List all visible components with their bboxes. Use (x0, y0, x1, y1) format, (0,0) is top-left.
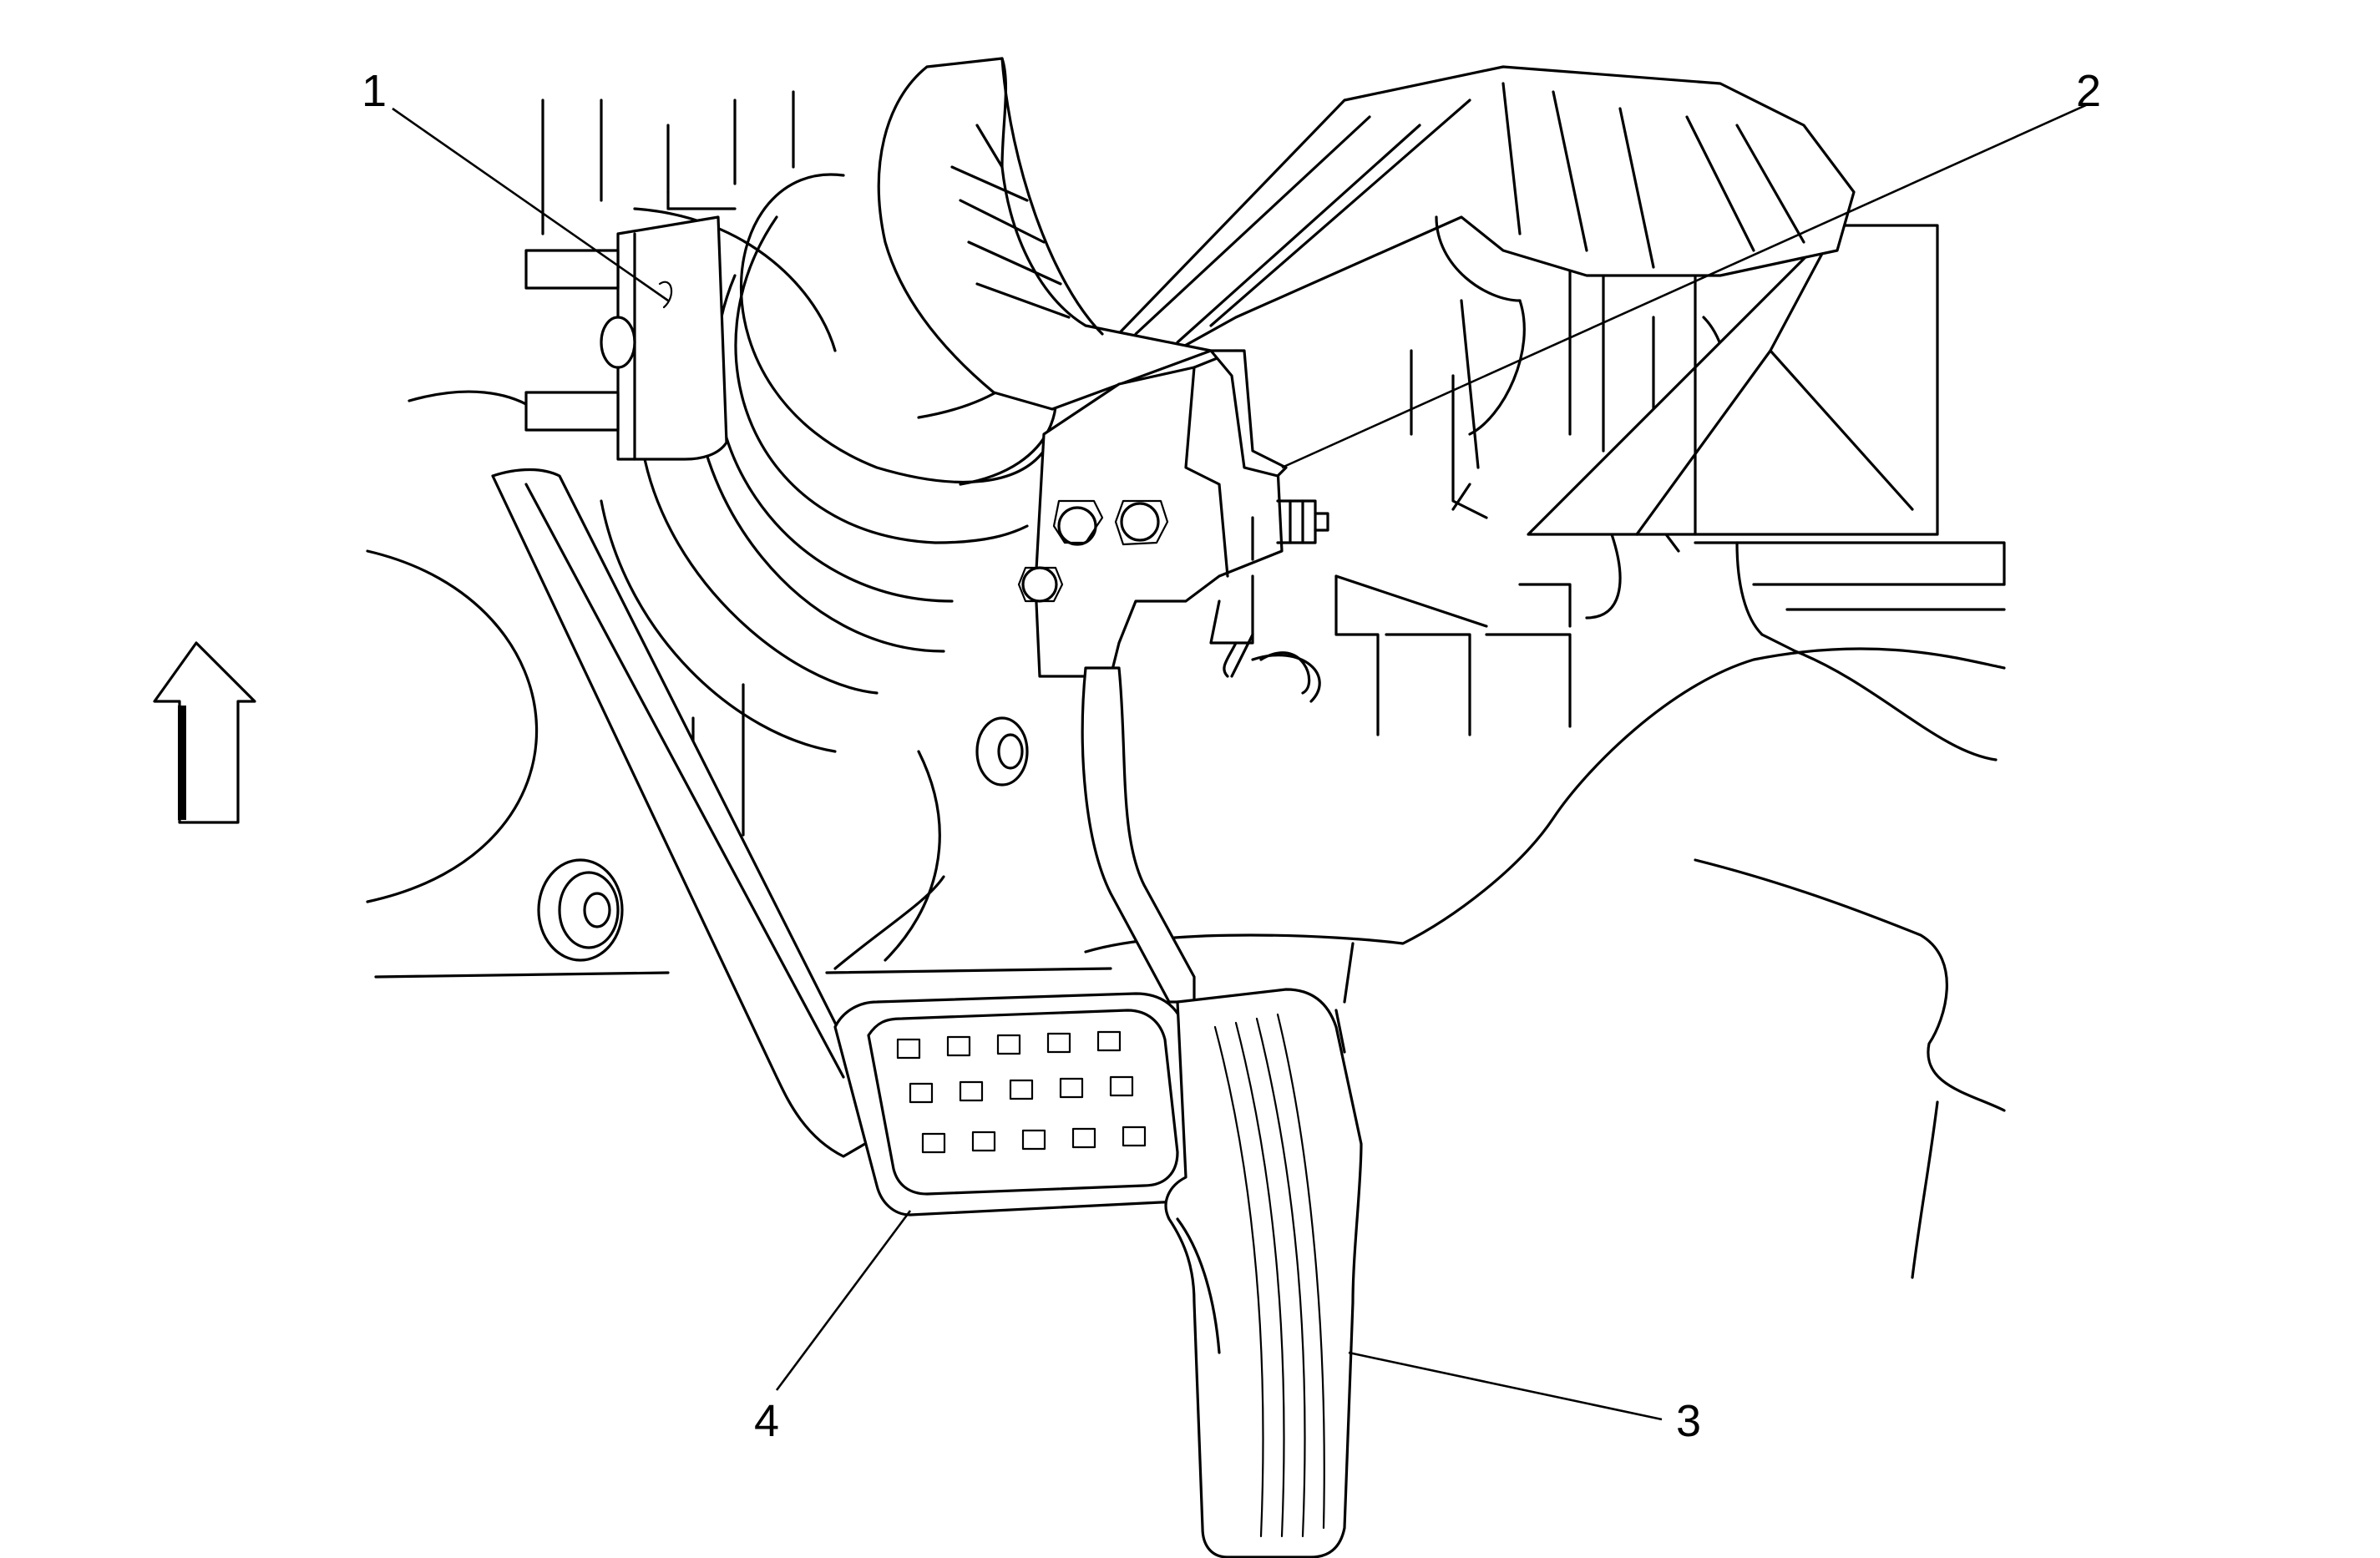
leader-1 (392, 107, 669, 302)
brake-pad-grip-squares (896, 1030, 1147, 1154)
leader-3 (1348, 1351, 1663, 1421)
dash-structure (366, 65, 2006, 1279)
callout-leaders (392, 103, 2089, 1421)
brake-pedal-pad (833, 992, 1200, 1217)
callout-2: 2 (2076, 66, 2101, 116)
accelerator-pedal (1081, 666, 1363, 1558)
grommets (537, 716, 1029, 962)
brake-pedal-arm (491, 468, 895, 1158)
leader-4 (775, 1210, 912, 1391)
leader-2 (1281, 103, 2089, 469)
callout-1: 1 (362, 66, 387, 116)
forward-arrow-icon (153, 641, 256, 824)
accelerator-pedal-bracket (877, 57, 1329, 695)
callout-labels: 1 2 3 4 (362, 66, 2101, 1446)
callout-4: 4 (754, 1396, 779, 1446)
callout-3: 3 (1676, 1396, 1701, 1446)
brake-switch-bracket (524, 215, 728, 461)
